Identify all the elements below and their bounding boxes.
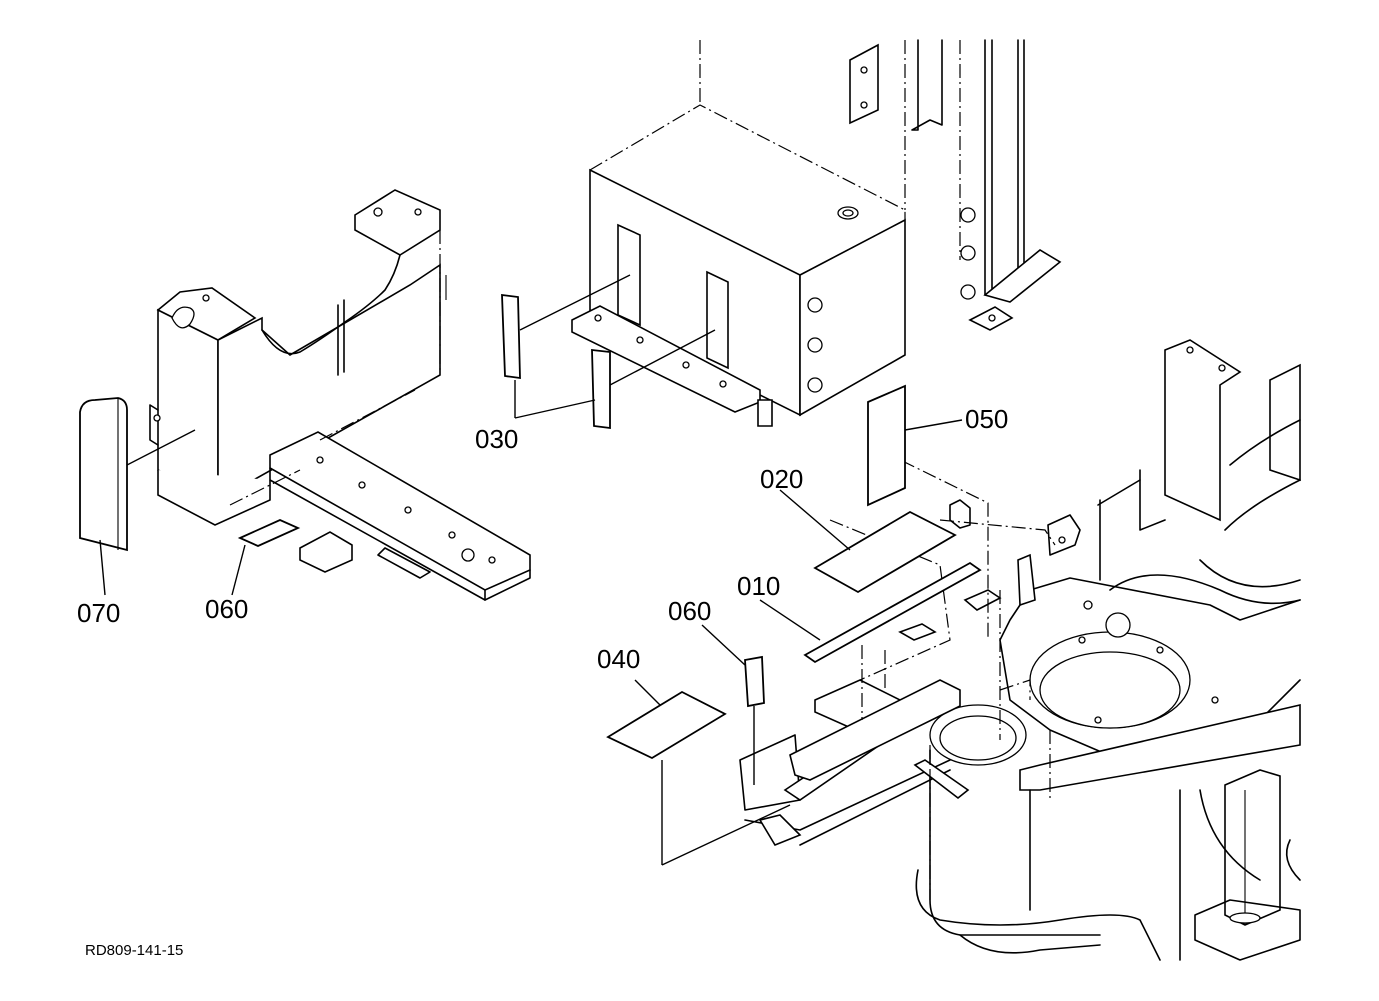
frame-assembly <box>739 339 1301 961</box>
tank-assembly <box>571 39 1062 427</box>
callout-010: 010 <box>737 571 780 601</box>
callout-030: 030 <box>475 424 518 454</box>
part-050-pad <box>867 384 963 507</box>
left-bracket-assembly <box>149 189 531 601</box>
callout-060-right: 060 <box>668 596 711 626</box>
callout-070: 070 <box>77 598 120 628</box>
part-060-left-pad <box>231 519 301 596</box>
part-040-pad <box>606 679 791 866</box>
part-010-strip <box>759 561 982 664</box>
part-070-pad <box>79 397 196 596</box>
callout-020: 020 <box>760 464 803 494</box>
drawing-reference: RD809-141-15 <box>85 942 183 959</box>
callout-040: 040 <box>597 644 640 674</box>
part-030-pads <box>501 274 716 430</box>
part-060-right-pad <box>701 624 765 785</box>
callout-050: 050 <box>965 404 1008 434</box>
part-020-pad <box>779 489 957 594</box>
callout-060-left: 060 <box>205 594 248 624</box>
